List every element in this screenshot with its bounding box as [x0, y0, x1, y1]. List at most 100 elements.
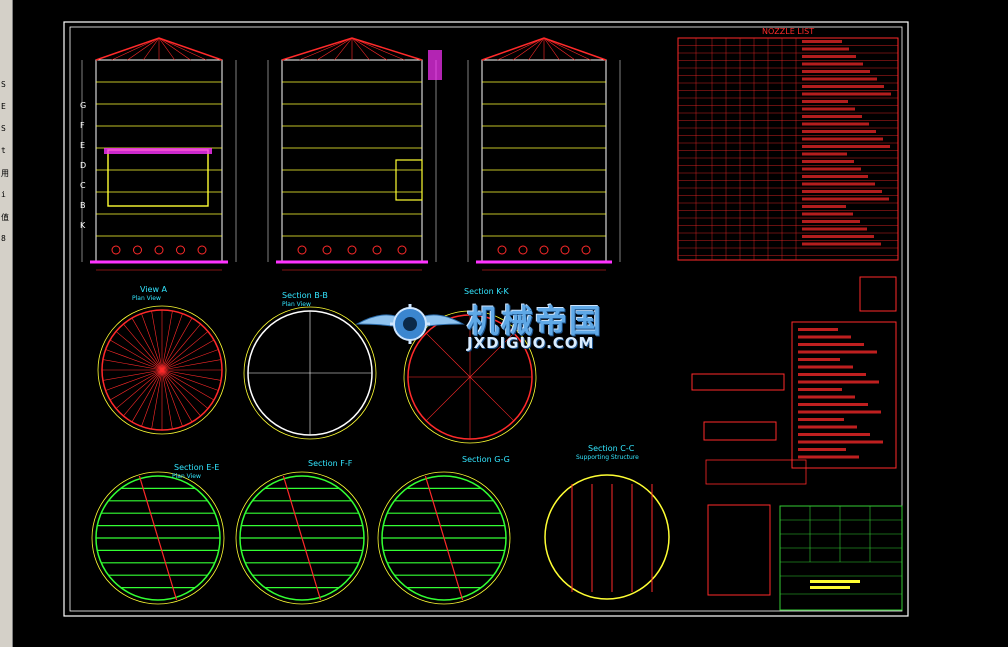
plan-spoke — [109, 369, 163, 401]
plan-spoke — [161, 359, 222, 371]
north-arrow-box — [859, 276, 897, 312]
nozzle-list-text-placeholder — [802, 115, 862, 118]
plan-spoke — [115, 369, 163, 409]
nozzle-list-text-placeholder — [802, 130, 876, 133]
site-watermark: 机械帝国 JXDIGUO.COM — [355, 290, 655, 360]
winged-gear-icon — [355, 304, 465, 344]
nozzle-marker — [518, 245, 528, 255]
nozzle-list-text-placeholder — [802, 92, 891, 96]
section-bb-title: Section B-B — [282, 291, 328, 300]
notes-text-placeholder — [798, 425, 857, 429]
view-a-plan — [97, 305, 227, 435]
roof-rafter — [334, 37, 353, 61]
nozzle-list-text-placeholder — [802, 242, 881, 246]
center-beam — [138, 475, 178, 601]
nozzle-list-text-placeholder — [802, 137, 883, 141]
roof-rafter — [127, 37, 160, 61]
section-cc-title: Section C-C — [588, 444, 635, 453]
plan-outer-ring — [377, 471, 511, 605]
nozzle-marker — [397, 245, 407, 255]
roof-rafter — [158, 37, 191, 61]
nozzle-list-text-placeholder — [802, 107, 855, 111]
plan-spoke — [161, 369, 209, 409]
nozzle-list-text-placeholder — [802, 235, 874, 238]
roof-rafter — [497, 37, 545, 61]
nozzle-marker — [539, 245, 549, 255]
nozzle-list-text-placeholder — [802, 205, 846, 208]
left-panel-glyph: S — [1, 124, 6, 133]
roof-rafter — [351, 37, 405, 61]
plan-spoke — [131, 317, 163, 371]
nozzle-list-title: NOZZLE LIST — [762, 27, 814, 36]
title-block-text-placeholder — [810, 586, 850, 589]
nozzle-marker — [154, 245, 164, 255]
plan-outer-ring — [97, 305, 227, 435]
drawing-inner-frame — [69, 26, 903, 612]
roof-rafter — [158, 37, 207, 61]
notes-text-placeholder — [798, 440, 883, 444]
notes-text-placeholder — [798, 328, 838, 331]
center-beam — [424, 475, 464, 601]
nozzle-list-text-placeholder — [802, 55, 856, 58]
notes-text-placeholder — [798, 343, 864, 346]
nozzle-list-text-placeholder — [802, 197, 889, 201]
level-mark: F — [80, 121, 85, 130]
plan-spoke — [123, 323, 163, 371]
nozzle-list-text-placeholder — [802, 122, 869, 126]
notes-text-placeholder — [798, 335, 851, 339]
nozzle-marker — [581, 245, 591, 255]
stair-platform — [428, 50, 442, 80]
nozzle-list-text-placeholder — [802, 62, 863, 66]
roof-rafter — [528, 37, 545, 61]
notes-text-placeholder — [798, 410, 881, 414]
nozzle-marker — [347, 245, 357, 255]
roof-rafter — [111, 37, 160, 61]
roof-rafter — [158, 37, 175, 61]
section-kk-title: Section K-K — [464, 287, 510, 296]
plan-spoke — [161, 369, 201, 417]
nozzle-list-text-placeholder — [802, 47, 849, 51]
watermark-chinese-text: 机械帝国 — [467, 302, 604, 340]
nozzle-list-text-placeholder — [802, 182, 875, 186]
nozzle-list-text-placeholder — [802, 175, 868, 178]
plan-spoke — [161, 349, 219, 371]
nozzle-marker — [560, 245, 570, 255]
plan-spoke — [469, 376, 515, 422]
section-ff-plan — [235, 471, 369, 605]
left-panel-glyph: 8 — [1, 234, 6, 243]
section-gg-plan — [377, 471, 511, 605]
section-bb-plan — [243, 306, 377, 440]
view-a-title: View A — [140, 285, 168, 294]
plan-spoke — [161, 369, 222, 381]
nozzle-list-text-placeholder — [802, 145, 890, 148]
nozzle-marker — [176, 245, 185, 255]
section-bb-subtitle: Plan View — [282, 301, 311, 308]
notes-text-placeholder — [798, 358, 840, 361]
left-panel-glyph: S — [1, 80, 6, 89]
notes-frame — [791, 321, 897, 469]
notes-text-placeholder — [798, 433, 870, 436]
drawing-outer-frame — [63, 21, 909, 617]
notes-text-placeholder — [798, 418, 844, 421]
notes-text-placeholder — [798, 373, 866, 376]
note-box — [703, 421, 777, 441]
plan-spoke — [109, 339, 163, 371]
nozzle-list-text-placeholder — [802, 85, 884, 88]
watermark-english-text: JXDIGUO.COM — [467, 334, 595, 352]
roof-rafter — [143, 37, 160, 61]
roof-rafter — [316, 37, 353, 61]
nozzle-marker — [197, 245, 207, 255]
notes-text-placeholder — [798, 395, 855, 399]
title-block-frame — [779, 505, 903, 611]
nozzle-marker — [372, 245, 382, 255]
nozzle-list-text-placeholder — [802, 220, 860, 223]
notes-text-placeholder — [798, 403, 868, 406]
plan-outer-ring — [235, 471, 369, 605]
roof-rafter — [351, 37, 370, 61]
plan-spoke — [425, 376, 471, 422]
section-ee-plan — [91, 471, 225, 605]
roof-rafter — [351, 37, 388, 61]
plan-spoke — [141, 369, 163, 427]
